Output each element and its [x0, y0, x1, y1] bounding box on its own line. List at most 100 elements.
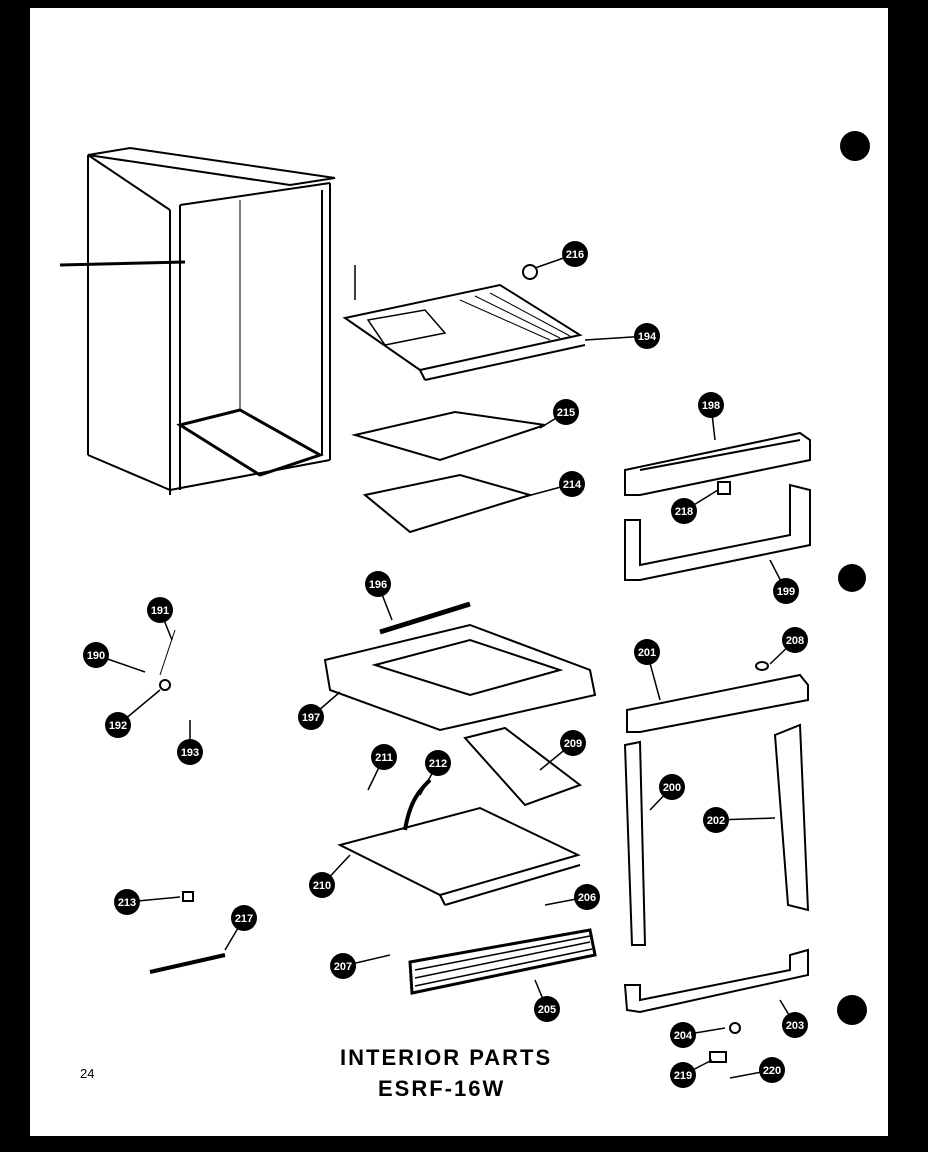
callout-label: 216: [566, 249, 584, 261]
callout-205: 205: [534, 979, 560, 1022]
callout-218: 218: [671, 489, 719, 524]
callout-bubble: [574, 884, 600, 910]
callout-bubble: [425, 750, 451, 776]
callout-label: 202: [707, 815, 725, 827]
callout-202: 202: [703, 807, 776, 833]
callout-label: 191: [151, 605, 169, 617]
trim-203-drawing: [623, 948, 809, 1014]
callout-bubble: [330, 953, 356, 979]
callout-label: 200: [663, 782, 681, 794]
callout-215: 215: [539, 399, 579, 429]
callout-label: 194: [638, 331, 657, 343]
callout-bubble: [371, 744, 397, 770]
model-number: ESRF-16W: [378, 1076, 506, 1101]
nut-204-drawing: [729, 1022, 741, 1034]
callout-bubble: [298, 704, 324, 730]
callout-label: 193: [181, 747, 199, 759]
callout-layer: 216 194 215 214 198 218 199 196 191 190 192 193 197 2…: [83, 241, 808, 1088]
callout-210: 210: [309, 854, 351, 898]
rod-217-drawing: [149, 953, 226, 974]
callout-label: 206: [578, 892, 596, 904]
callout-194: 194: [584, 323, 660, 349]
callout-label: 196: [369, 579, 387, 591]
cabinet-drawing: [59, 146, 336, 495]
callout-bubble: [782, 1012, 808, 1038]
frame-199-drawing: [624, 483, 811, 581]
trim-202-drawing: [773, 723, 810, 912]
callout-bubble: [759, 1057, 785, 1083]
callout-207: 207: [330, 953, 391, 979]
callout-197: 197: [298, 691, 341, 730]
callout-199: 199: [769, 559, 799, 604]
callout-label: 203: [786, 1020, 804, 1032]
callout-label: 190: [87, 650, 105, 662]
callout-209: 209: [539, 730, 586, 771]
callout-bubble: [670, 1022, 696, 1048]
callout-bubble: [105, 712, 131, 738]
trim-200-drawing: [623, 740, 647, 946]
shelf-194-drawing: [342, 265, 586, 381]
callout-208: 208: [769, 627, 808, 665]
callout-label: 212: [429, 758, 447, 770]
grille-205-drawing: [408, 928, 597, 995]
callout-label: 205: [538, 1004, 556, 1016]
callout-label: 207: [334, 961, 352, 973]
callout-213: 213: [114, 889, 181, 915]
callout-bubble: [703, 807, 729, 833]
callout-bubble: [365, 571, 391, 597]
callout-bubble: [177, 739, 203, 765]
knob-192-drawing: [159, 679, 171, 691]
callout-label: 197: [302, 712, 320, 724]
callout-193: 193: [177, 720, 203, 765]
callout-212: 212: [419, 750, 451, 796]
callout-190: 190: [83, 642, 146, 673]
callout-bubble: [782, 627, 808, 653]
frame-198-drawing: [624, 431, 811, 496]
callout-label: 208: [786, 635, 804, 647]
callout-bubble: [559, 471, 585, 497]
callout-bubble: [670, 1062, 696, 1088]
page-title: INTERIOR PARTS: [340, 1045, 553, 1070]
callout-bubble: [634, 639, 660, 665]
panel-209-drawing: [463, 726, 583, 807]
bracket-219-drawing: [709, 1051, 727, 1063]
trim-201-drawing: [626, 673, 809, 733]
callout-217: 217: [224, 905, 257, 951]
callout-bubble: [671, 498, 697, 524]
callout-label: 209: [564, 738, 582, 750]
callout-192: 192: [105, 689, 161, 738]
callout-label: 217: [235, 913, 253, 925]
callout-216: 216: [534, 241, 588, 269]
callout-196: 196: [365, 571, 393, 621]
callout-191: 191: [147, 597, 173, 641]
callout-label: 219: [674, 1070, 692, 1082]
page-number: 24: [80, 1066, 95, 1081]
callout-200: 200: [649, 774, 685, 811]
callout-label: 192: [109, 720, 127, 732]
callout-bubble: [562, 241, 588, 267]
callout-bubble: [114, 889, 140, 915]
callout-bubble: [560, 730, 586, 756]
callout-bubble: [634, 323, 660, 349]
callout-label: 214: [563, 479, 582, 491]
callout-label: 218: [675, 506, 693, 518]
callout-label: 204: [674, 1030, 693, 1042]
callout-label: 213: [118, 897, 136, 909]
rod-196-drawing: [379, 601, 471, 635]
callout-214: 214: [519, 471, 585, 499]
callout-label: 198: [702, 400, 720, 412]
callout-bubble: [147, 597, 173, 623]
stud-208-drawing: [755, 661, 769, 671]
clip-213-drawing: [182, 891, 194, 902]
callout-label: 215: [557, 407, 575, 419]
callout-211: 211: [367, 744, 397, 791]
cap-216-drawing: [522, 264, 538, 280]
callout-label: 210: [313, 880, 331, 892]
callout-204: 204: [670, 1022, 726, 1048]
callout-bubble: [83, 642, 109, 668]
callout-label: 199: [777, 586, 795, 598]
callout-bubble: [534, 996, 560, 1022]
callout-label: 211: [375, 752, 393, 764]
